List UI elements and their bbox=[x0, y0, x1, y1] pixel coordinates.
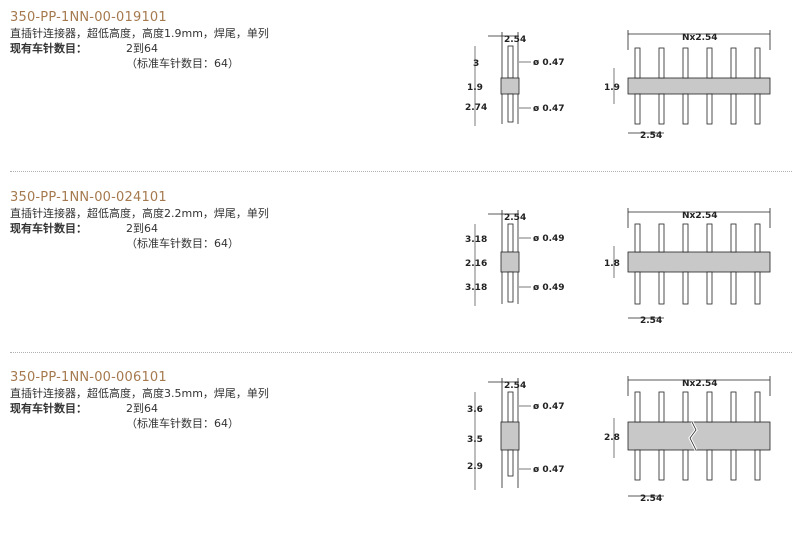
product-section-1: 350-PP-1NN-00-019101 直插针连接器，超低高度，高度1.9mm… bbox=[0, 0, 800, 180]
product-description: 直插针连接器，超低高度，高度1.9mm，焊尾，单列 bbox=[10, 27, 269, 40]
part-number: 350-PP-1NN-00-019101 bbox=[10, 10, 167, 25]
product-section-3: 350-PP-1NN-00-006101 直插针连接器，超低高度，高度3.5mm… bbox=[0, 360, 800, 540]
dim-total-width: Nx2.54 bbox=[682, 33, 718, 43]
front-view-drawing: Nx2.54 2.8 2.54 bbox=[604, 376, 771, 504]
dim-top-length: 3.18 bbox=[465, 235, 487, 245]
dim-diameter-top: ø 0.47 bbox=[533, 402, 565, 412]
pin-count-label: 现有车针数目： bbox=[10, 402, 87, 415]
product-section-2: 350-PP-1NN-00-024101 直插针连接器，超低高度，高度2.2mm… bbox=[0, 180, 800, 360]
pin-count-row: 现有车针数目： 2到64 bbox=[10, 401, 340, 416]
front-view-drawing: Nx2.54 1.8 2.54 bbox=[604, 208, 771, 326]
dim-diameter-bottom: ø 0.49 bbox=[533, 283, 565, 293]
dim-tail-length: 2.74 bbox=[465, 103, 487, 113]
dim-pitch-front: 2.54 bbox=[640, 316, 662, 326]
dim-tail-length: 2.9 bbox=[467, 462, 483, 472]
dim-body-height: 3.5 bbox=[467, 435, 483, 445]
side-view-drawing: 2.54 3 1.9 2.74 ø 0.47 ø 0.47 bbox=[465, 32, 565, 126]
dim-total-width: Nx2.54 bbox=[682, 211, 718, 221]
product-info: 350-PP-1NN-00-006101 直插针连接器，超低高度，高度3.5mm… bbox=[10, 370, 340, 431]
dim-pitch-front: 2.54 bbox=[640, 131, 662, 141]
dim-diameter-bottom: ø 0.47 bbox=[533, 104, 565, 114]
dim-diameter-top: ø 0.49 bbox=[533, 234, 565, 244]
standard-pin-note: （标准车针数目：64） bbox=[126, 57, 239, 70]
dim-diameter-top: ø 0.47 bbox=[533, 58, 565, 68]
side-view-drawing: 2.54 3.6 3.5 2.9 ø 0.47 ø 0.47 bbox=[467, 378, 565, 490]
pin-count-value: 2到64 bbox=[126, 402, 158, 415]
pin-count-row: 现有车针数目： 2到64 bbox=[10, 41, 340, 56]
part-number: 350-PP-1NN-00-006101 bbox=[10, 370, 167, 385]
dim-tail-length: 3.18 bbox=[465, 283, 487, 293]
dim-total-width: Nx2.54 bbox=[682, 379, 718, 389]
product-description: 直插针连接器，超低高度，高度2.2mm，焊尾，单列 bbox=[10, 207, 269, 220]
front-view-drawing: Nx2.54 1.9 2.54 bbox=[604, 30, 771, 141]
dim-pitch: 2.54 bbox=[504, 381, 526, 391]
product-description: 直插针连接器，超低高度，高度3.5mm，焊尾，单列 bbox=[10, 387, 269, 400]
standard-pin-note: （标准车针数目：64） bbox=[126, 417, 239, 430]
pin-count-label: 现有车针数目： bbox=[10, 42, 87, 55]
dim-body-height-front: 2.8 bbox=[604, 433, 620, 443]
section-divider bbox=[10, 171, 792, 172]
dim-body-height-front: 1.9 bbox=[604, 83, 620, 93]
product-info: 350-PP-1NN-00-024101 直插针连接器，超低高度，高度2.2mm… bbox=[10, 190, 340, 251]
section-divider bbox=[10, 352, 792, 353]
side-view-drawing: 2.54 3.18 2.16 3.18 ø 0.49 ø 0.49 bbox=[465, 210, 565, 306]
dim-body-height: 1.9 bbox=[467, 83, 483, 93]
dim-pitch-front: 2.54 bbox=[640, 494, 662, 504]
dim-top-length: 3 bbox=[473, 59, 479, 69]
dim-body-height-front: 1.8 bbox=[604, 259, 620, 269]
part-number: 350-PP-1NN-00-024101 bbox=[10, 190, 167, 205]
pin-count-value: 2到64 bbox=[126, 42, 158, 55]
pin-count-row: 现有车针数目： 2到64 bbox=[10, 221, 340, 236]
dim-pitch: 2.54 bbox=[504, 213, 526, 223]
dim-body-height: 2.16 bbox=[465, 259, 487, 269]
product-info: 350-PP-1NN-00-019101 直插针连接器，超低高度，高度1.9mm… bbox=[10, 10, 340, 71]
dim-diameter-bottom: ø 0.47 bbox=[533, 465, 565, 475]
dim-pitch: 2.54 bbox=[504, 35, 526, 45]
pin-count-value: 2到64 bbox=[126, 222, 158, 235]
standard-pin-note: （标准车针数目：64） bbox=[126, 237, 239, 250]
dim-top-length: 3.6 bbox=[467, 405, 483, 415]
pin-count-label: 现有车针数目： bbox=[10, 222, 87, 235]
